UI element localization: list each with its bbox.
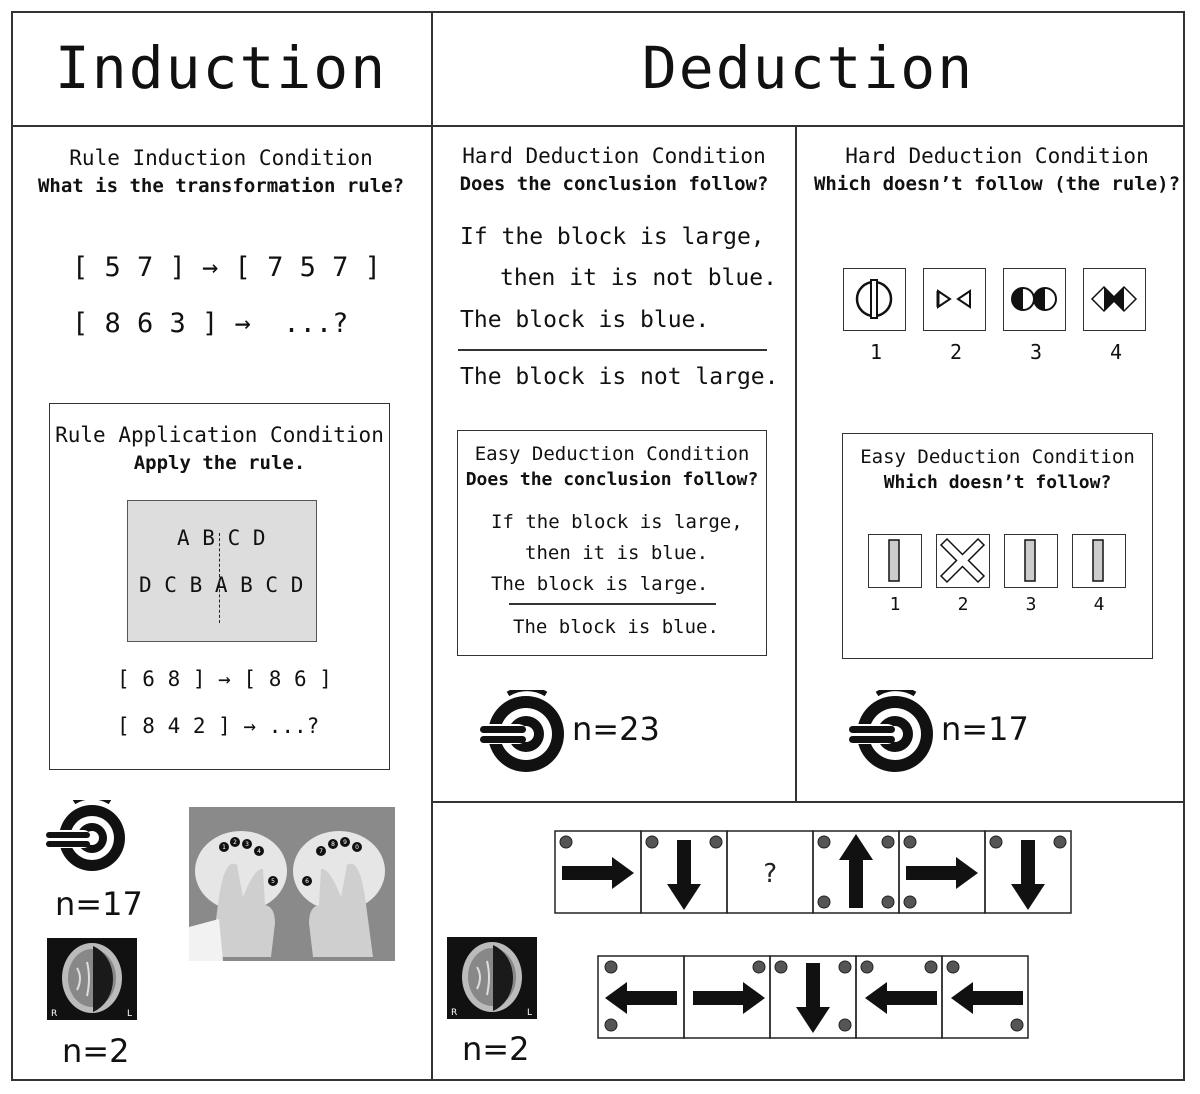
key-2: 2 <box>233 839 237 846</box>
arrow-sequence-bottom <box>597 955 1031 1039</box>
split-circle-icon <box>844 269 904 329</box>
divider-header <box>11 125 1185 127</box>
lesion-brain-scan-icon: R L <box>447 937 537 1019</box>
hard-option-label: 2 <box>941 340 971 364</box>
induction-fmri-count: n=17 <box>55 885 143 923</box>
rule-induction-question: What is the transformation rule? <box>11 172 431 200</box>
hard-syllogism-rule <box>458 349 767 351</box>
lesion-label-right: R <box>51 1009 57 1019</box>
rule-induction-heading: Rule Induction Condition What is the tra… <box>11 144 431 200</box>
easy-deduction-text-title: Easy Deduction Condition <box>475 443 750 465</box>
lesion-label-left: L <box>527 1008 532 1018</box>
key-1: 1 <box>222 844 226 851</box>
divider-deduction-bottom <box>431 801 1185 803</box>
hard-option-1-tile <box>843 268 906 331</box>
rule-application-example: [ 6 8 ] → [ 8 6 ] <box>117 667 332 691</box>
hard-deduction-visual-heading: Hard Deduction Condition Which doesn’t f… <box>797 142 1197 198</box>
easy-deduction-visual-title: Easy Deduction Condition <box>860 446 1135 468</box>
fmri-scanner-icon <box>40 800 132 872</box>
header-deduction: Deduction <box>431 34 1185 102</box>
divider-deduction-columns <box>795 125 797 802</box>
key-8: 8 <box>331 841 335 848</box>
easy-deduction-visual-question: Which doesn’t follow? <box>842 470 1153 496</box>
induction-lesion-count: n=2 <box>62 1032 129 1070</box>
hard-premise-2: The block is blue. <box>460 307 709 333</box>
key-5: 5 <box>271 878 275 885</box>
lesion-label-right: R <box>451 1008 457 1018</box>
fmri-scanner-icon <box>843 690 935 774</box>
fmri-scanner-icon <box>474 690 566 774</box>
vertical-bar-icon <box>1005 535 1056 586</box>
rule-induction-test: [ 8 6 3 ] → ...? <box>72 308 348 339</box>
easy-option-2-tile <box>936 534 990 588</box>
hard-option-3-tile <box>1003 268 1066 331</box>
easy-premise-1a: If the block is large, <box>491 511 743 533</box>
mirror-top-letters: A B C D <box>177 526 266 550</box>
rule-application-test: [ 8 4 2 ] → ...? <box>117 714 319 738</box>
rule-induction-example: [ 5 7 ] → [ 7 5 7 ] <box>72 252 381 283</box>
hard-conclusion: The block is not large. <box>460 364 779 390</box>
easy-deduction-visual-heading: Easy Deduction Condition Which doesn’t f… <box>842 444 1153 496</box>
easy-conclusion: The block is blue. <box>513 616 719 638</box>
easy-premise-1b: then it is blue. <box>525 542 708 564</box>
lesion-brain-scan-icon: R L <box>47 938 137 1020</box>
mirror-illustration <box>127 500 317 642</box>
key-6: 6 <box>305 878 309 885</box>
deduction-text-fmri-count: n=23 <box>572 710 660 748</box>
key-4: 4 <box>257 848 261 855</box>
rule-application-heading: Rule Application Condition Apply the rul… <box>49 421 390 477</box>
easy-option-label: 2 <box>948 594 978 615</box>
hard-deduction-visual-question: Which doesn’t follow (the rule)? <box>797 170 1197 198</box>
easy-deduction-text-question: Does the conclusion follow? <box>457 467 767 493</box>
key-0: 0 <box>355 844 359 851</box>
hard-deduction-text-heading: Hard Deduction Condition Does the conclu… <box>433 142 795 198</box>
easy-deduction-text-heading: Easy Deduction Condition Does the conclu… <box>457 441 767 493</box>
deduction-visual-fmri-count: n=17 <box>941 710 1029 748</box>
vertical-bar-icon <box>869 535 920 586</box>
hands-keypad-photo: 1 2 3 4 5 6 7 8 9 0 <box>189 807 395 961</box>
hard-option-2-tile <box>923 268 986 331</box>
rule-application-title: Rule Application Condition <box>55 423 384 447</box>
mirror-bottom-letters: D C B A B C D <box>139 573 303 597</box>
sequence-question-mark: ? <box>762 859 778 889</box>
easy-option-label: 1 <box>880 594 910 615</box>
cross-icon <box>937 535 988 586</box>
key-7: 7 <box>319 848 323 855</box>
header-induction: Induction <box>11 34 431 102</box>
key-9: 9 <box>343 839 347 846</box>
vertical-bar-icon <box>1073 535 1124 586</box>
hard-deduction-text-title: Hard Deduction Condition <box>462 144 765 168</box>
mirror-axis-line <box>219 533 220 623</box>
arrow-sequence-top: ? <box>554 830 1074 914</box>
easy-option-4-tile <box>1072 534 1126 588</box>
hard-option-4-tile <box>1083 268 1146 331</box>
hard-option-label: 4 <box>1101 340 1131 364</box>
half-diamonds-icon <box>1084 269 1144 329</box>
hard-deduction-text-question: Does the conclusion follow? <box>433 170 795 198</box>
hard-premise-1a: If the block is large, <box>460 224 765 250</box>
key-3: 3 <box>245 841 249 848</box>
lesion-label-left: L <box>127 1009 132 1019</box>
easy-option-label: 4 <box>1084 594 1114 615</box>
easy-option-3-tile <box>1004 534 1058 588</box>
hard-deduction-visual-title: Hard Deduction Condition <box>845 144 1148 168</box>
easy-premise-2: The block is large. <box>491 573 708 595</box>
facing-triangles-icon <box>924 269 984 329</box>
rule-induction-title: Rule Induction Condition <box>69 146 372 170</box>
easy-option-label: 3 <box>1016 594 1046 615</box>
hard-option-label: 1 <box>861 340 891 364</box>
hard-option-label: 3 <box>1021 340 1051 364</box>
rule-application-question: Apply the rule. <box>49 449 390 477</box>
half-circles-icon <box>1004 269 1064 329</box>
easy-syllogism-rule <box>509 603 716 605</box>
deduction-lesion-count: n=2 <box>462 1030 529 1068</box>
easy-option-1-tile <box>868 534 922 588</box>
hard-premise-1b: then it is not blue. <box>500 265 777 291</box>
